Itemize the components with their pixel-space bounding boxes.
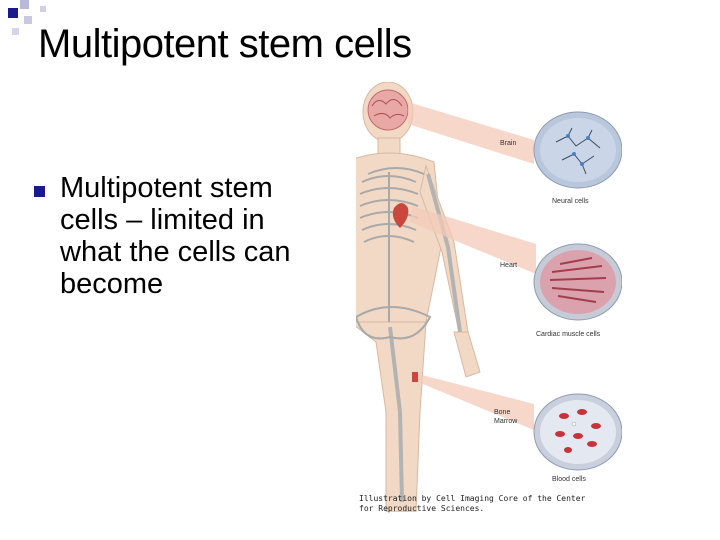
label-cardiac-muscle-cells: Cardiac muscle cells: [536, 331, 601, 338]
bullet-text: Multipotent stem cells – limited in what…: [60, 172, 291, 300]
corner-square-1: [8, 8, 18, 18]
label-blood-cells: Blood cells: [552, 476, 586, 483]
illustration-credit: Illustration by Cell Imaging Core of the…: [359, 494, 586, 513]
corner-square-3: [24, 16, 32, 24]
blood-dish-icon: [533, 393, 623, 471]
corner-square-5: [12, 28, 19, 35]
cardiac-dish-icon: [533, 243, 623, 321]
label-neural-cells: Neural cells: [552, 198, 589, 205]
corner-square-4: [40, 6, 46, 12]
label-heart: Heart: [500, 262, 518, 269]
label-brain: Brain: [500, 140, 517, 147]
corner-square-2: [20, 0, 29, 9]
label-bone-marrow: Bone Marrow: [494, 409, 518, 425]
square-bullet-icon: [34, 186, 45, 197]
body-diagram: [345, 81, 623, 513]
slide-title: Multipotent stem cells: [38, 22, 412, 66]
neural-dish-icon: [533, 111, 623, 189]
stem-cell-illustration: Brain Neural cells Heart Cardiac muscle …: [345, 81, 623, 513]
